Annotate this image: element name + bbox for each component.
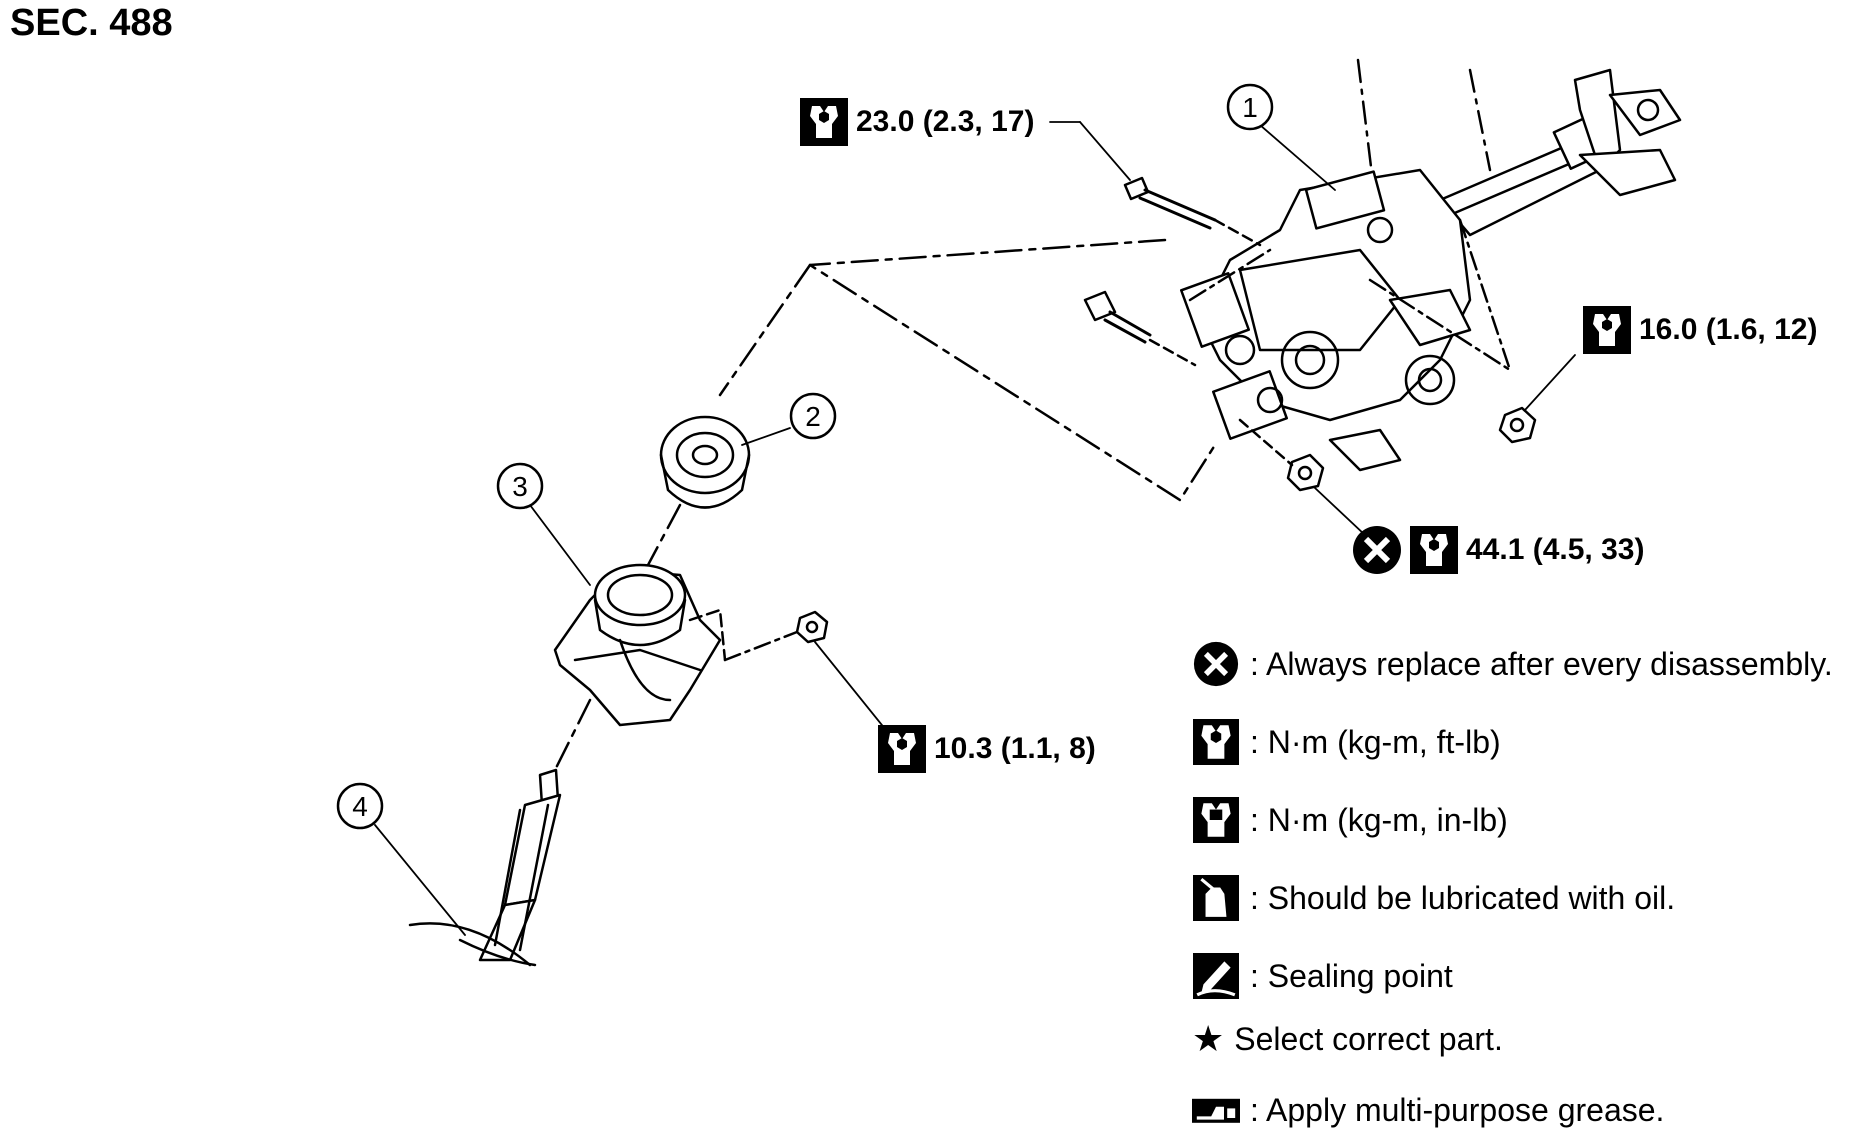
svg-text:2: 2 — [805, 401, 821, 432]
column-hole-cover — [553, 563, 727, 727]
torque-label-23: 23.0 (2.3, 17) — [800, 98, 1034, 146]
sealant-icon — [1192, 952, 1240, 1000]
torque-value: 16.0 (1.6, 12) — [1639, 313, 1818, 346]
replace-x-icon — [1192, 640, 1240, 688]
torque-label-44: 44.1 (4.5, 33) — [1352, 525, 1644, 575]
page-title: SEC. 488 — [10, 2, 173, 44]
legend-replace-text: : Always replace after every disassembly… — [1250, 645, 1833, 682]
legend-oil-text: : Should be lubricated with oil. — [1250, 879, 1676, 916]
column-nut-right — [1498, 406, 1537, 444]
svg-text:3: 3 — [512, 471, 528, 502]
torque-label-16: 16.0 (1.6, 12) — [1583, 306, 1817, 354]
legend-nm-ftlb-text: : N·m (kg-m, ft-lb) — [1250, 723, 1501, 760]
legend-sealing: : Sealing point — [1192, 952, 1453, 1000]
torque-label-10: 10.3 (1.1, 8) — [878, 725, 1096, 773]
callout-3: 3 — [496, 462, 544, 510]
grease-icon — [1192, 1086, 1240, 1134]
callout-4: 4 — [336, 782, 384, 830]
column-bolt-left — [1083, 290, 1197, 367]
torque-wrench-icon — [800, 98, 848, 146]
callout-1: 1 — [1226, 83, 1274, 131]
replace-x-icon — [1353, 526, 1401, 574]
torque-wrench-icon — [1410, 526, 1458, 574]
legend-nm-inlb-text: : N·m (kg-m, in-lb) — [1250, 801, 1508, 838]
column-nut-lower — [1238, 418, 1325, 492]
legend-select: ★ Select correct part. — [1192, 1018, 1503, 1060]
legend-replace: : Always replace after every disassembly… — [1192, 640, 1833, 688]
legend-nm-ftlb: : N·m (kg-m, ft-lb) — [1192, 718, 1501, 766]
torque-wrench-icon — [1583, 306, 1631, 354]
cover-nut — [723, 610, 829, 662]
legend-grease: : Apply multi-purpose grease. — [1192, 1086, 1664, 1134]
callout-2: 2 — [789, 392, 837, 440]
column-mounting-bolt — [1123, 176, 1262, 247]
legend-sealing-text: : Sealing point — [1250, 957, 1453, 994]
steering-column-assembly — [1179, 58, 1682, 472]
legend-select-text: Select correct part. — [1234, 1020, 1503, 1057]
svg-text:1: 1 — [1242, 92, 1258, 123]
torque-value: 44.1 (4.5, 33) — [1466, 533, 1645, 566]
column-hole-seal — [659, 415, 751, 509]
torque-value: 10.3 (1.1, 8) — [934, 732, 1096, 765]
torque-wrench-icon — [878, 725, 926, 773]
svg-text:4: 4 — [352, 791, 368, 822]
oil-can-icon — [1192, 874, 1240, 922]
torque-value: 23.0 (2.3, 17) — [856, 105, 1035, 138]
torque-wrench-icon — [1192, 718, 1240, 766]
legend-oil: : Should be lubricated with oil. — [1192, 874, 1675, 922]
lower-shaft — [408, 698, 592, 967]
star-icon: ★ — [1192, 1018, 1225, 1059]
legend-nm-inlb: : N·m (kg-m, in-lb) — [1192, 796, 1508, 844]
torque-wrench-inlb-icon — [1192, 796, 1240, 844]
legend-grease-text: : Apply multi-purpose grease. — [1250, 1091, 1665, 1128]
